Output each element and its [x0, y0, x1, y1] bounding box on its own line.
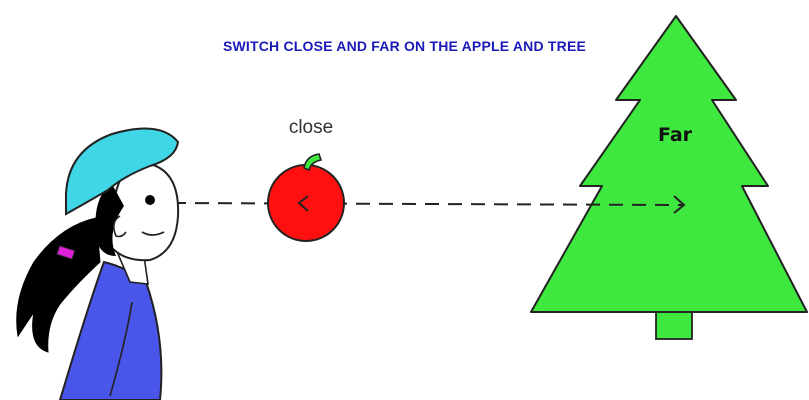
girl-with-cap-icon [17, 129, 178, 400]
close-label: close [276, 117, 346, 139]
far-label: Far [640, 124, 710, 146]
instruction-text: SWITCH CLOSE AND FAR ON THE APPLE AND TR… [0, 38, 809, 54]
pine-tree-icon [531, 16, 807, 339]
